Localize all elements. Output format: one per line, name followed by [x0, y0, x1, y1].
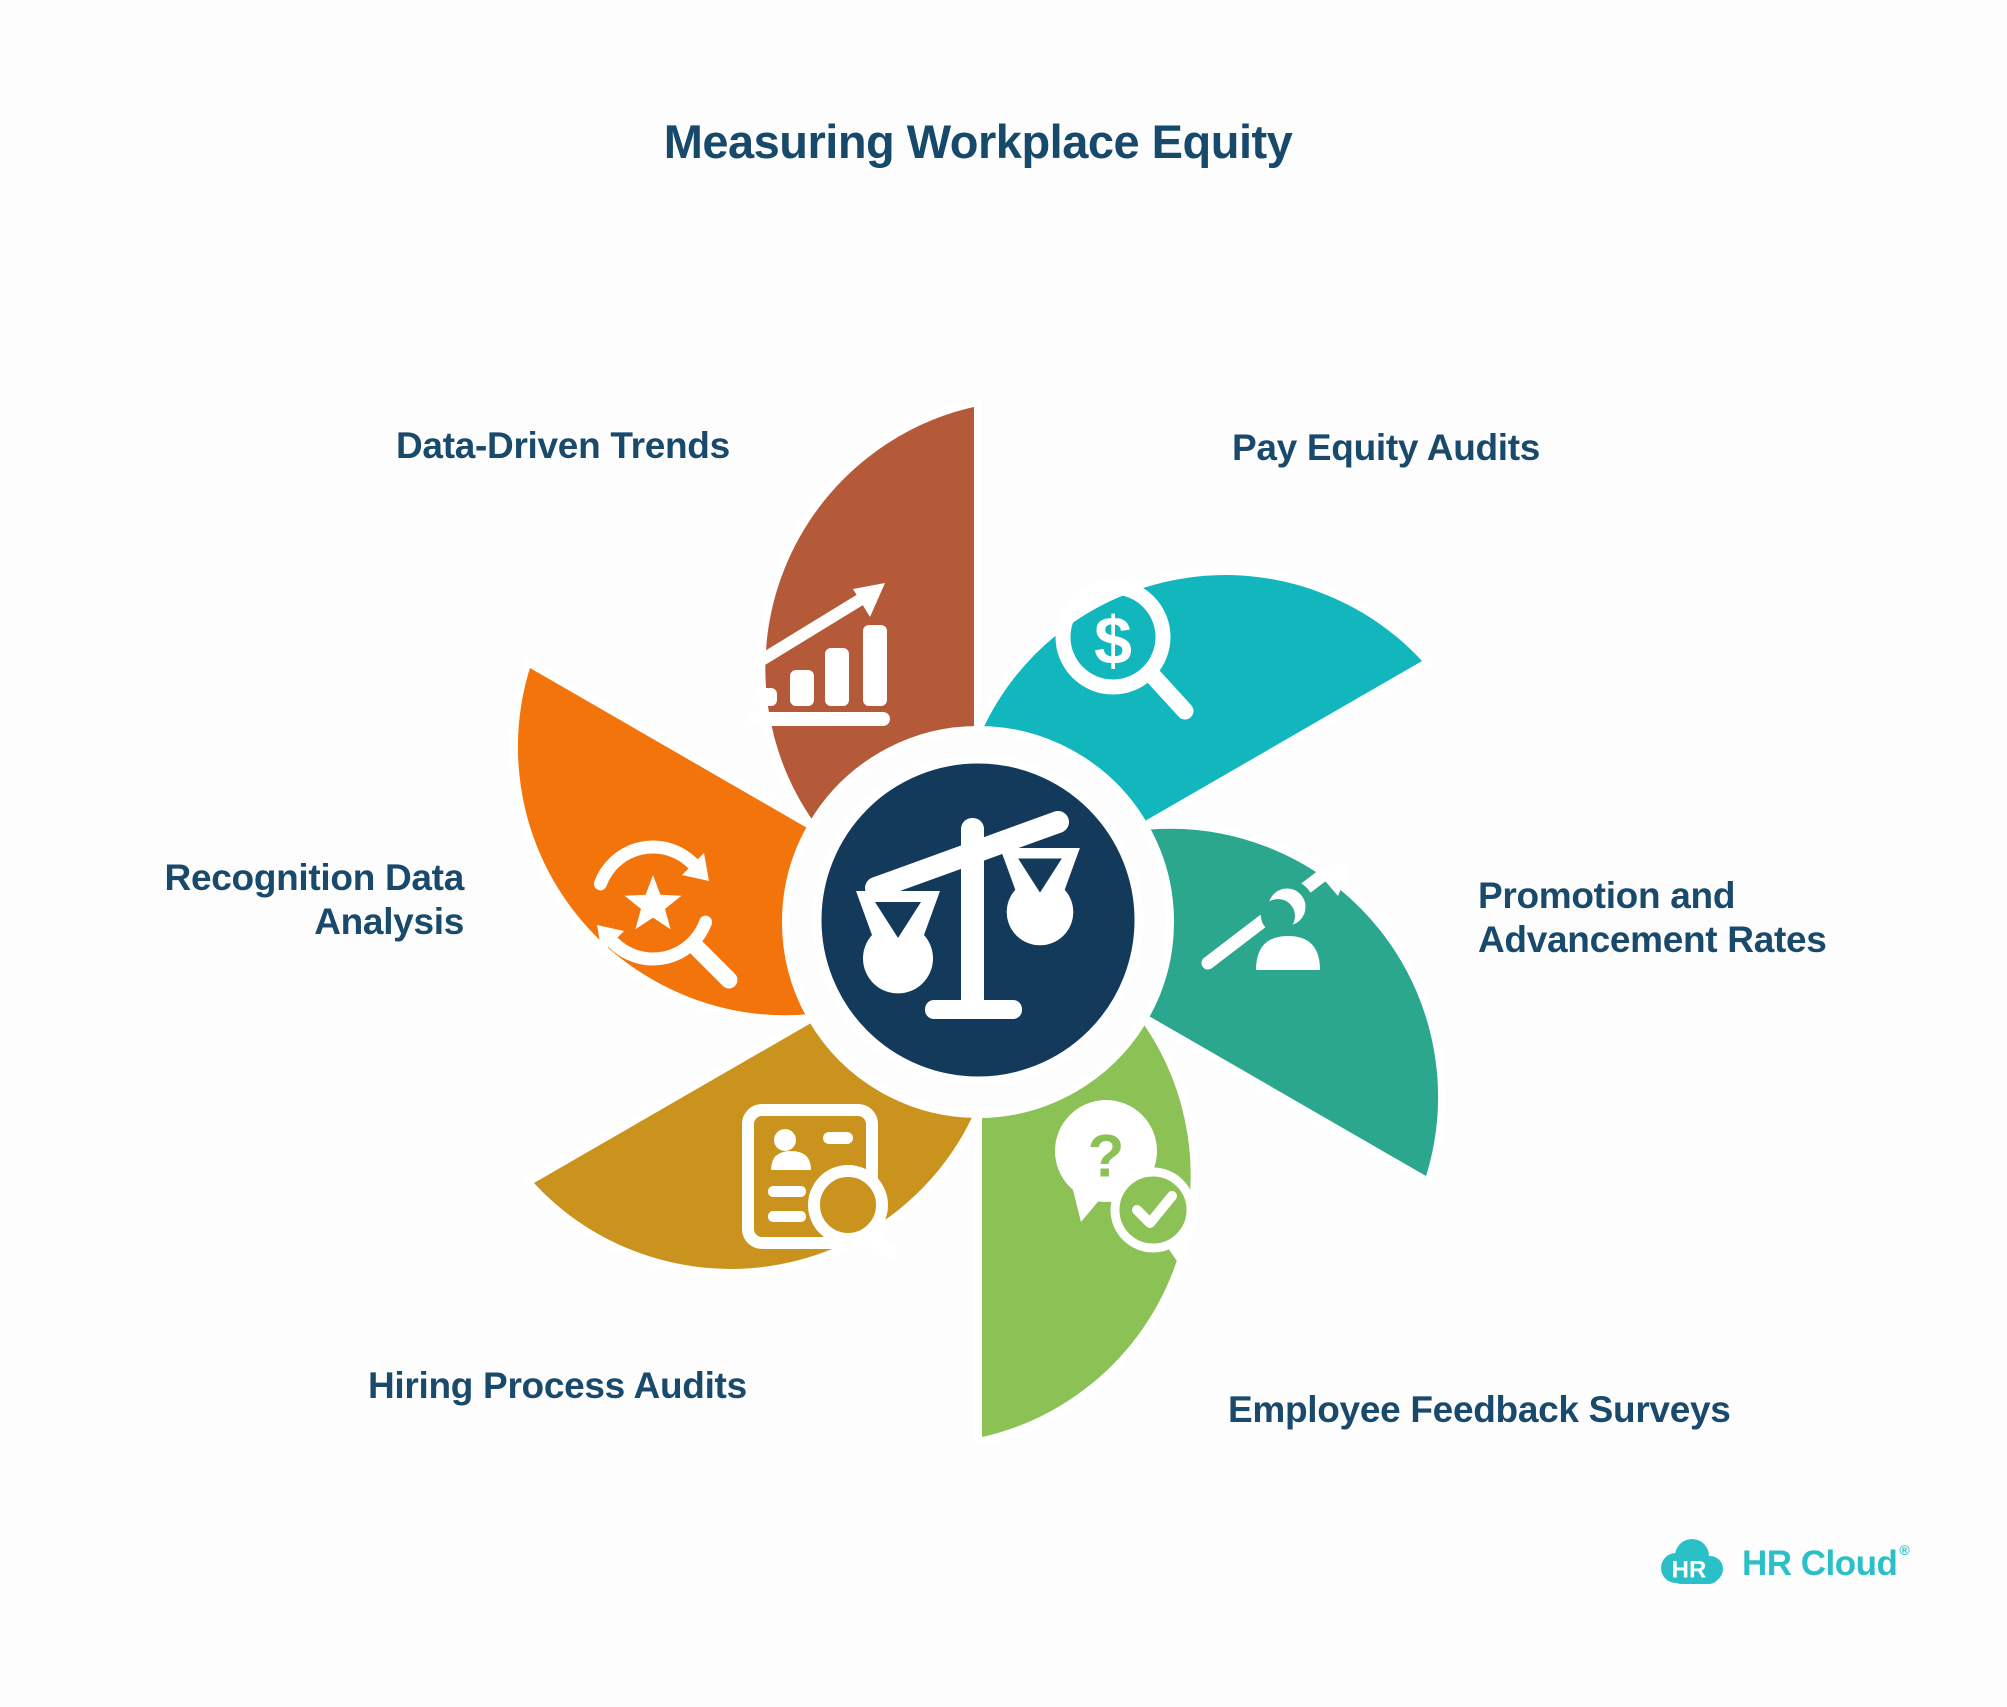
label-data-driven-trends: Data-Driven Trends [396, 425, 730, 466]
person-rising-arrow-icon [1201, 862, 1352, 970]
bar-chart-rising-arrow-icon [748, 583, 890, 726]
registered-mark: ® [1899, 1542, 1910, 1558]
center-hub [812, 754, 1144, 1086]
question-glyph: ? [1088, 1123, 1125, 1190]
label-pay-equity-audits: Pay Equity Audits [1232, 427, 1541, 468]
resume-magnifier-icon [742, 1104, 897, 1260]
hr-cloud-wordmark: HR Cloud [1742, 1544, 1898, 1583]
page-title: Measuring Workplace Equity [663, 115, 1293, 168]
hr-badge-text: HR [1672, 1557, 1707, 1584]
label-employee-feedback-surveys: Employee Feedback Surveys [1228, 1389, 1731, 1430]
label-hiring-process-audits: Hiring Process Audits [368, 1365, 747, 1406]
segment-recognition-data [510, 658, 816, 1024]
dollar-glyph: $ [1094, 603, 1132, 679]
dollar-magnifier-icon: $ [1055, 579, 1194, 720]
star-cycle-magnifier-icon [593, 840, 738, 989]
hr-cloud-logo: HR HR Cloud ® [1652, 1536, 1910, 1592]
label-recognition-data-analysis: Recognition Data Analysis [164, 857, 465, 943]
hr-cloud-icon: HR [1661, 1539, 1723, 1584]
balance-scale-icon [856, 811, 1080, 1019]
segment-promotion-advancement [1140, 820, 1446, 1186]
check-glyph [1132, 1191, 1177, 1228]
label-promotion-advancement-rates: Promotion and Advancement Rates [1478, 875, 1827, 961]
question-check-chat-bubbles-icon: ? [1055, 1100, 1196, 1264]
